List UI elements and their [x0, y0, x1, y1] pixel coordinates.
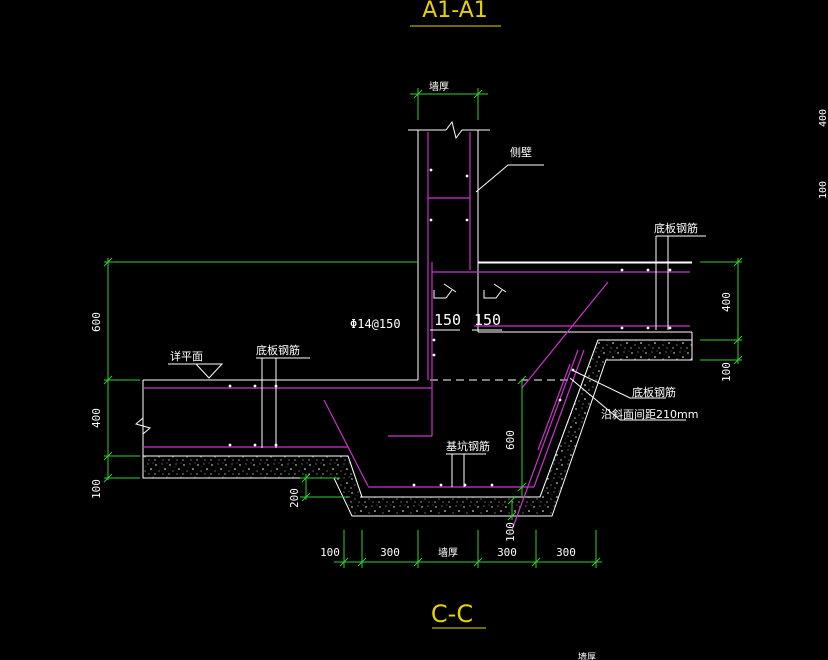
dim-bottom-100: 100: [320, 546, 340, 559]
wall-thickness-top-label: 墙厚: [429, 80, 449, 93]
dim-bottom-wall: 墙厚: [438, 546, 458, 559]
anchor-symbols: [430, 283, 507, 331]
dim-left-400: 400: [90, 408, 103, 428]
dimension-texts: 600 400 100 400 100 600 200 100 100 300 …: [90, 109, 828, 559]
side-wall-label: 侧壁: [510, 145, 532, 159]
rebar-spec-label: Φ14@150: [350, 317, 401, 331]
dim-right-400: 400: [720, 292, 733, 312]
edge-mark-top: 400: [818, 109, 828, 127]
bottom-title-text: C-C: [431, 600, 473, 628]
slab-top-surface-label: 详平面: [170, 349, 203, 363]
dim-bottom-300-b: 300: [497, 546, 517, 559]
edge-mark-bottom: 100: [818, 181, 828, 199]
top-title: A1-A1: [410, 0, 501, 27]
dim-bottom-300-a: 300: [380, 546, 400, 559]
anchor-left-label: 150: [434, 311, 461, 329]
bottom-title: C-C: [431, 600, 486, 629]
dim-bottom-300-c: 300: [556, 546, 576, 559]
concrete-outline: [134, 120, 693, 498]
stray-bottom-label: 墙厚: [578, 651, 596, 660]
dim-left-100: 100: [90, 479, 103, 499]
bottom-rebar-right-label: 底板钢筋: [654, 221, 698, 235]
pit-rebar-label: 基坑钢筋: [446, 439, 490, 453]
leaders: [168, 164, 706, 487]
rebar: [143, 132, 690, 531]
dim-left-600: 600: [90, 312, 103, 332]
anchor-right-label: 150: [474, 311, 501, 329]
bottom-rebar-slope-label: 底板钢筋: [632, 385, 676, 399]
slope-spacing-note: 沿斜面间距210mm: [601, 408, 698, 421]
bottom-rebar-left-label: 底板钢筋: [256, 343, 300, 357]
dim-right-100: 100: [720, 362, 733, 382]
labels: 墙厚 侧壁 底板钢筋 Φ14@150 150 150 详平面 底板钢筋 底板钢筋…: [170, 80, 698, 660]
dim-pit-600: 600: [504, 430, 517, 450]
dimensions: [103, 88, 743, 568]
dim-pit-bottom-100: 100: [504, 522, 517, 542]
dim-step-200: 200: [288, 488, 301, 508]
top-title-text: A1-A1: [422, 0, 488, 23]
